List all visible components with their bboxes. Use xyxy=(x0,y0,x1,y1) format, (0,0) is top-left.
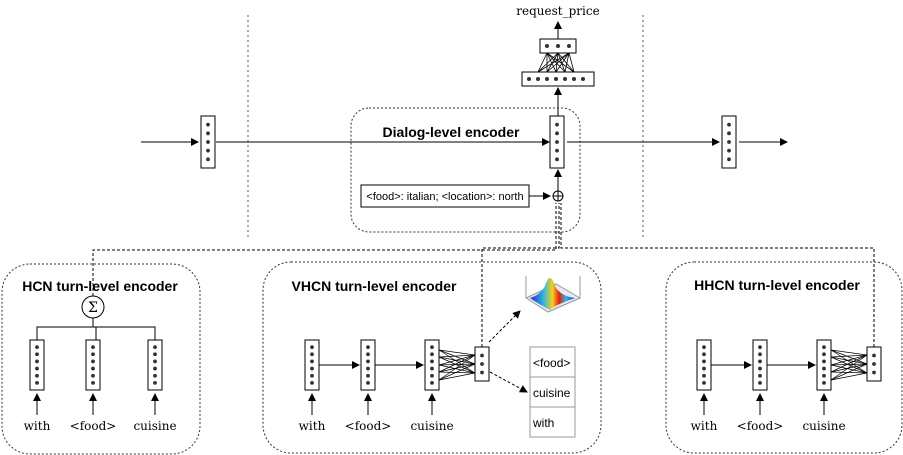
table-cell: with xyxy=(532,416,554,430)
concat-oplus-icon xyxy=(552,190,564,202)
vhcn-word-label: <food> xyxy=(345,419,392,433)
attention-table: <food> cuisine with xyxy=(529,346,576,438)
surface-plot-icon xyxy=(524,276,582,313)
hhcn-dense-connections xyxy=(830,349,868,381)
table-row xyxy=(529,346,576,378)
hhcn-word-vector-2 xyxy=(816,339,832,391)
hhcn-word-label: with xyxy=(691,419,718,433)
table-row xyxy=(529,376,576,408)
hcn-word-label: cuisine xyxy=(133,419,176,433)
svg-text:Σ: Σ xyxy=(88,300,98,316)
vhcn-box xyxy=(262,261,602,454)
table-cell: cuisine xyxy=(533,386,571,400)
hcn-word-vector-1 xyxy=(85,339,101,391)
hcn-word-vector-0 xyxy=(29,339,45,391)
to-table-arrow xyxy=(489,371,528,393)
sum-connections xyxy=(36,318,156,340)
vhcn-word-label: with xyxy=(299,419,326,433)
turn-encoder-connections xyxy=(92,203,875,347)
vhcn-title: VHCN turn-level encoder xyxy=(292,278,457,294)
hcn-box xyxy=(1,263,201,455)
output-network xyxy=(521,21,595,116)
hhcn-output-vector xyxy=(866,346,882,382)
vhcn-output-vector xyxy=(474,346,490,382)
hcn-word-label: with xyxy=(24,419,51,433)
hhcn-word-label: cuisine xyxy=(802,419,845,433)
dialog-state-vector-current xyxy=(549,115,565,169)
hhcn-word-vector-0 xyxy=(696,339,712,391)
vhcn-dense-connections xyxy=(438,349,476,381)
dialog-encoder-title: Dialog-level encoder xyxy=(383,124,520,140)
hcn-word-label: <food> xyxy=(70,419,117,433)
dialog-state-vector-next xyxy=(721,115,737,169)
sum-icon: Σ xyxy=(81,295,105,319)
vhcn-word-label: cuisine xyxy=(410,419,453,433)
table-cell: <food> xyxy=(533,356,570,370)
table-row xyxy=(529,406,576,438)
dialog-encoder-box xyxy=(350,107,581,233)
slot-box-text: <food>: italian; <location>: north xyxy=(366,191,523,203)
hhcn-word-label: <food> xyxy=(737,419,784,433)
hhcn-box xyxy=(665,261,903,454)
vhcn-word-vector-2 xyxy=(424,339,440,391)
hhcn-title: HHCN turn-level encoder xyxy=(694,277,860,293)
vhcn-word-vector-0 xyxy=(304,339,320,391)
hcn-word-vector-2 xyxy=(147,339,163,391)
dialog-state-vector-prev xyxy=(200,115,216,169)
hcn-title: HCN turn-level encoder xyxy=(22,278,178,294)
hhcn-word-vector-1 xyxy=(752,339,768,391)
output-label: request_price xyxy=(516,4,599,18)
to-surface-arrow xyxy=(488,310,521,343)
vhcn-word-vector-1 xyxy=(360,339,376,391)
